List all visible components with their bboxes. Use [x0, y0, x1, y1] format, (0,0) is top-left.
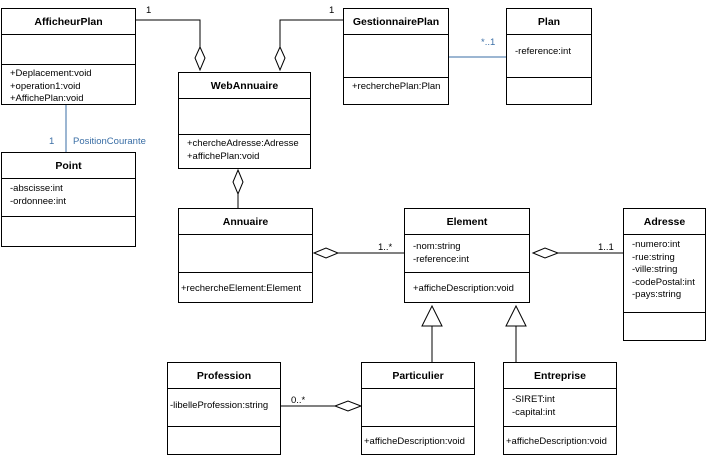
class-element[interactable]: Element -nom:string -reference:int +affi… — [404, 208, 530, 303]
class-operations — [2, 217, 135, 220]
multiplicity-plan: *..1 — [481, 37, 496, 48]
class-name: AfficheurPlan — [2, 9, 135, 35]
class-afficheurplan[interactable]: AfficheurPlan +Deplacement:void +operati… — [1, 8, 136, 105]
operation: +afficheDescription:void — [506, 436, 607, 447]
class-name: Entreprise — [504, 363, 616, 389]
class-operations: +recherchePlan:Plan — [344, 78, 448, 94]
attribute: -abscisse:int — [10, 183, 63, 194]
operation: +affichePlan:void — [187, 150, 260, 162]
operation: +afficheDescription:void — [413, 283, 514, 294]
attribute: -pays:string — [632, 289, 682, 300]
class-name: GestionnairePlan — [344, 9, 448, 35]
multiplicity-profession: 0..* — [291, 395, 306, 406]
class-webannuaire[interactable]: WebAnnuaire +chercheAdresse:Adresse +aff… — [178, 72, 311, 169]
class-operations: +afficheDescription:void — [362, 427, 474, 449]
operation: +recherchePlan:Plan — [352, 81, 441, 92]
multiplicity-adresse: 1..1 — [598, 242, 614, 253]
class-attributes — [179, 99, 310, 135]
attribute: -rue:string — [632, 251, 675, 263]
link-gestionnaire-webannuaire — [279, 19, 343, 47]
multiplicity-point: 1 — [49, 136, 55, 147]
class-point[interactable]: Point -abscisse:int -ordonnee:int — [1, 152, 136, 247]
class-operations: +rechercheElement:Element — [179, 273, 312, 296]
triangle-inherit-particulier — [421, 304, 443, 327]
operation: +afficheDescription:void — [364, 436, 465, 447]
diamond-webannuaire-gestionnaire — [274, 45, 286, 72]
attribute: -SIRET:int — [512, 394, 555, 405]
link-afficheur-webannuaire — [135, 19, 201, 47]
operation: +operation1:void — [10, 80, 81, 92]
class-attributes: -numero:int -rue:string -ville:string -c… — [624, 235, 705, 313]
class-name: Element — [405, 209, 529, 235]
class-attributes: -abscisse:int -ordonnee:int — [2, 179, 135, 217]
attribute: -numero:int — [632, 239, 681, 250]
multiplicity-gestionnaire: 1 — [329, 5, 335, 16]
attribute: -reference:int — [515, 46, 571, 57]
attribute: -capital:int — [512, 406, 556, 418]
attribute: -libelleProfession:string — [170, 400, 269, 411]
class-profession[interactable]: Profession -libelleProfession:string — [167, 362, 281, 455]
role-position-courante: PositionCourante — [73, 136, 146, 147]
class-name: Annuaire — [179, 209, 312, 235]
class-operations: +chercheAdresse:Adresse +affichePlan:voi… — [179, 135, 310, 163]
class-attributes: -libelleProfession:string — [168, 389, 280, 427]
diamond-annuaire-webannuaire — [232, 168, 244, 196]
operation: +AffichePlan:void — [10, 93, 84, 104]
class-name: Plan — [507, 9, 591, 35]
class-particulier[interactable]: Particulier +afficheDescription:void — [361, 362, 475, 455]
class-gestionnaireplan[interactable]: GestionnairePlan +recherchePlan:Plan — [343, 8, 449, 105]
class-attributes — [362, 389, 474, 427]
class-operations — [507, 78, 591, 81]
class-name: Adresse — [624, 209, 705, 235]
attribute: -reference:int — [413, 253, 469, 265]
operation: +Deplacement:void — [10, 68, 92, 79]
class-plan[interactable]: Plan -reference:int — [506, 8, 592, 105]
class-name: WebAnnuaire — [179, 73, 310, 99]
class-attributes: -SIRET:int -capital:int — [504, 389, 616, 427]
class-attributes: -reference:int — [507, 35, 591, 78]
operation: +rechercheElement:Element — [181, 283, 302, 294]
diamond-annuaire-element — [312, 247, 340, 259]
class-attributes — [179, 235, 312, 273]
diamond-webannuaire-afficheur — [194, 45, 206, 72]
attribute: -ville:string — [632, 264, 678, 275]
class-attributes: -nom:string -reference:int — [405, 235, 529, 273]
attribute: -ordonnee:int — [10, 195, 66, 207]
attribute: -codePostal:int — [632, 276, 695, 288]
attribute: -nom:string — [413, 241, 461, 252]
class-operations — [624, 313, 705, 316]
class-attributes — [344, 35, 448, 78]
multiplicity-element: 1..* — [378, 242, 393, 253]
operation: +chercheAdresse:Adresse — [187, 138, 299, 149]
class-operations: +Deplacement:void +operation1:void +Affi… — [2, 65, 135, 106]
class-name: Particulier — [362, 363, 474, 389]
class-name: Profession — [168, 363, 280, 389]
diamond-element-adresse — [531, 247, 560, 259]
class-operations: +afficheDescription:void — [405, 273, 529, 296]
class-adresse[interactable]: Adresse -numero:int -rue:string -ville:s… — [623, 208, 706, 341]
class-operations — [168, 427, 280, 430]
class-name: Point — [2, 153, 135, 179]
class-operations: +afficheDescription:void — [504, 427, 616, 449]
triangle-inherit-entreprise — [505, 304, 527, 327]
class-annuaire[interactable]: Annuaire +rechercheElement:Element — [178, 208, 313, 303]
diamond-particulier-profession — [333, 400, 363, 412]
class-entreprise[interactable]: Entreprise -SIRET:int -capital:int +affi… — [503, 362, 617, 455]
multiplicity-afficheur: 1 — [146, 5, 152, 16]
class-attributes — [2, 35, 135, 65]
